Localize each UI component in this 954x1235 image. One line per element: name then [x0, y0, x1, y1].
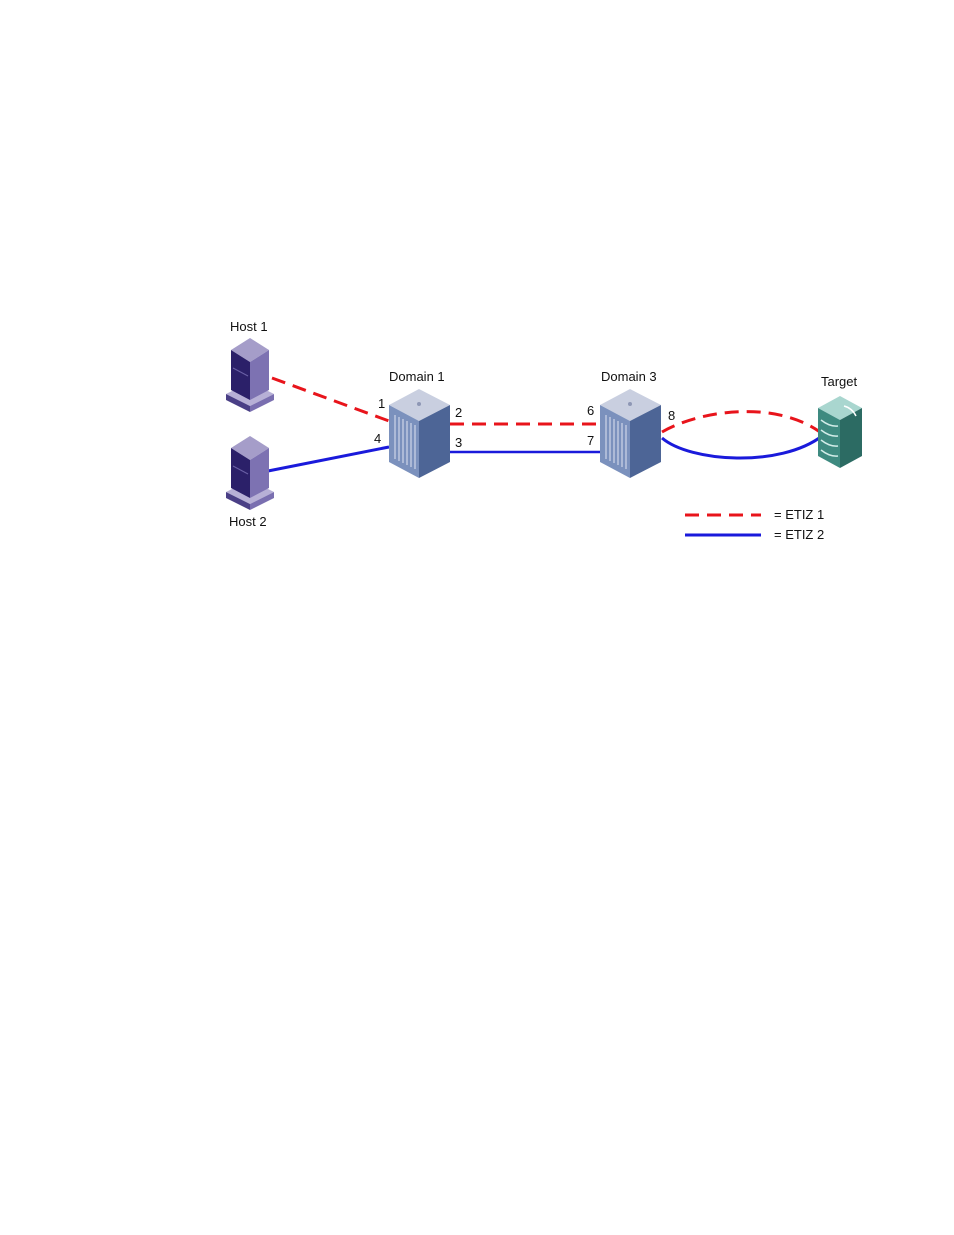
domain3-node[interactable]: Domain 3	[600, 369, 661, 478]
etiz2-link-host2-domain1	[268, 447, 389, 471]
legend-etiz2-label: = ETIZ 2	[774, 527, 824, 542]
port-label-3: 3	[455, 435, 462, 450]
links	[268, 378, 822, 471]
legend: = ETIZ 1 = ETIZ 2	[685, 507, 824, 542]
port-label-6: 6	[587, 403, 594, 418]
domain1-node[interactable]: Domain 1	[389, 369, 450, 478]
domain1-label: Domain 1	[389, 369, 445, 384]
fc-switch-icon	[389, 389, 450, 478]
host2-label: Host 2	[229, 514, 267, 529]
port-label-7: 7	[587, 433, 594, 448]
etiz1-link-domain3-target	[662, 412, 820, 432]
etiz1-link-host1-domain1	[272, 378, 389, 421]
fc-switch-icon	[600, 389, 661, 478]
port-label-1: 1	[378, 396, 385, 411]
legend-etiz1-label: = ETIZ 1	[774, 507, 824, 522]
port-label-8: 8	[668, 408, 675, 423]
target-node[interactable]: Target	[818, 374, 862, 468]
port-label-2: 2	[455, 405, 462, 420]
domain3-label: Domain 3	[601, 369, 657, 384]
port-label-4: 4	[374, 431, 381, 446]
host-server-icon	[226, 338, 274, 412]
target-label: Target	[821, 374, 858, 389]
host-server-icon	[226, 436, 274, 510]
storage-target-icon	[818, 396, 862, 468]
host2-node[interactable]: Host 2	[226, 436, 274, 529]
etiz2-link-domain3-target	[662, 436, 822, 458]
host1-node[interactable]: Host 1	[226, 319, 274, 412]
host1-label: Host 1	[230, 319, 268, 334]
